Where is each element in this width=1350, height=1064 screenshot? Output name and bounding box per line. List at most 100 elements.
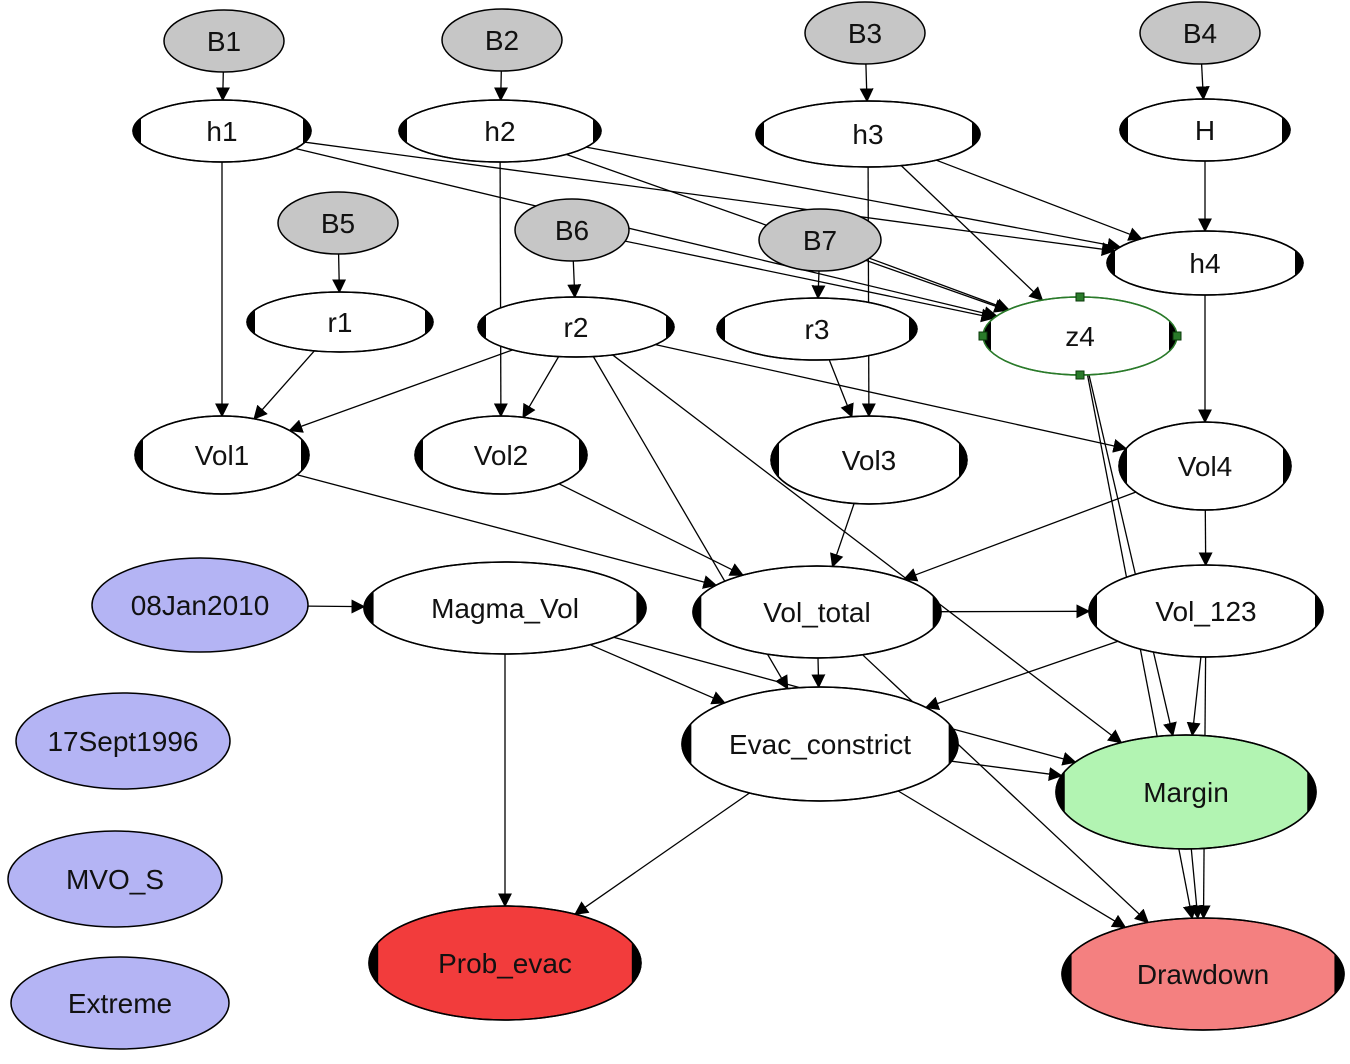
node-left-bar xyxy=(771,416,779,504)
edge-Evac_constrict-to-Margin xyxy=(951,760,1063,781)
node-B5[interactable]: B5 xyxy=(277,191,399,255)
node-shape-Extreme xyxy=(10,956,230,1050)
edge-Vol_123-to-Evac_constrict xyxy=(924,640,1119,711)
edge-B2-to-h2 xyxy=(493,70,508,102)
node-r3[interactable]: r3 xyxy=(716,297,918,361)
edge-Vol_123-to-Margin xyxy=(1186,656,1202,737)
node-B2[interactable]: B2 xyxy=(441,8,563,72)
edge-B5-to-r1 xyxy=(332,253,347,294)
edge-B4-to-H xyxy=(1195,63,1210,101)
node-Vol_123[interactable]: Vol_123 xyxy=(1088,564,1324,658)
node-MVO_S[interactable]: MVO_S xyxy=(7,830,223,928)
node-Vol3[interactable]: Vol3 xyxy=(770,415,968,505)
node-r1[interactable]: r1 xyxy=(246,291,434,353)
node-left-bar xyxy=(682,687,692,801)
selection-handle[interactable] xyxy=(1075,370,1085,380)
node-outline xyxy=(398,99,602,163)
node-label: MVO_S xyxy=(66,864,164,895)
node-label: 08Jan2010 xyxy=(131,590,270,621)
node-H[interactable]: H xyxy=(1119,98,1291,162)
node-Vol4[interactable]: Vol4 xyxy=(1118,421,1292,511)
node-label: z4 xyxy=(1065,321,1095,352)
node-label: Vol_total xyxy=(763,597,870,628)
node-h2[interactable]: h2 xyxy=(398,99,602,163)
node-B7[interactable]: B7 xyxy=(758,208,882,272)
node-left-bar xyxy=(364,562,374,654)
node-label: Vol_123 xyxy=(1155,596,1256,627)
node-label: H xyxy=(1195,115,1215,146)
node-label: Magma_Vol xyxy=(431,593,579,624)
node-left-bar xyxy=(693,566,702,658)
node-right-bar xyxy=(301,416,309,494)
node-label: B4 xyxy=(1183,18,1217,49)
edge-B1-to-h1 xyxy=(215,71,230,102)
node-z4[interactable]: z4 xyxy=(978,292,1182,380)
edge-Vol_total-to-Drawdown xyxy=(862,654,1150,924)
selection-handle[interactable] xyxy=(1075,292,1085,302)
node-Extreme[interactable]: Extreme xyxy=(10,956,230,1050)
node-B6[interactable]: B6 xyxy=(514,198,630,262)
node-right-bar xyxy=(1315,565,1323,657)
node-Evac_constrict[interactable]: Evac_constrict xyxy=(681,686,959,802)
node-shape-B4 xyxy=(1139,1,1261,65)
node-h3[interactable]: h3 xyxy=(755,100,981,168)
node-shape-d1996 xyxy=(15,692,231,790)
node-label: Extreme xyxy=(68,988,172,1019)
node-left-bar xyxy=(1107,231,1115,295)
node-shape-B6 xyxy=(514,198,630,262)
selection-handle[interactable] xyxy=(1172,331,1182,341)
node-B3[interactable]: B3 xyxy=(804,1,926,65)
selection-handle[interactable] xyxy=(978,331,988,341)
node-left-bar xyxy=(1056,735,1065,849)
node-left-bar xyxy=(133,100,141,162)
node-outline xyxy=(716,297,918,361)
node-left-bar xyxy=(1119,422,1127,510)
node-Vol2[interactable]: Vol2 xyxy=(414,415,588,495)
node-right-bar xyxy=(593,100,601,162)
node-label: h1 xyxy=(206,116,237,147)
node-right-bar xyxy=(1283,422,1291,510)
node-right-bar xyxy=(948,687,958,801)
node-label: h4 xyxy=(1189,248,1220,279)
node-outline xyxy=(1061,917,1345,1031)
node-Margin[interactable]: Margin xyxy=(1055,734,1317,850)
node-label: B2 xyxy=(485,25,519,56)
edge-r1-to-Vol1 xyxy=(253,350,315,420)
node-shape-B2 xyxy=(441,8,563,72)
node-label: Prob_evac xyxy=(438,948,572,979)
node-label: Vol1 xyxy=(195,440,250,471)
node-Prob_evac[interactable]: Prob_evac xyxy=(368,905,642,1021)
node-d1996[interactable]: 17Sept1996 xyxy=(15,692,231,790)
node-Vol_total[interactable]: Vol_total xyxy=(692,565,942,659)
edge-Vol3-to-Vol_total xyxy=(830,503,855,568)
node-right-bar xyxy=(1282,99,1290,161)
node-B1[interactable]: B1 xyxy=(163,9,285,73)
node-right-bar xyxy=(666,297,674,357)
node-B4[interactable]: B4 xyxy=(1139,1,1261,65)
edge-h2-to-Vol2 xyxy=(493,161,508,418)
node-r2[interactable]: r2 xyxy=(477,296,675,358)
node-Vol1[interactable]: Vol1 xyxy=(134,415,310,495)
edge-z4-to-Margin xyxy=(1088,374,1177,737)
node-right-bar xyxy=(579,416,587,494)
node-right-bar xyxy=(425,292,433,352)
edge-r2-to-Vol4 xyxy=(655,343,1128,453)
node-d2010[interactable]: 08Jan2010 xyxy=(91,557,309,653)
node-right-bar xyxy=(959,416,967,504)
node-shape-B5 xyxy=(277,191,399,255)
node-h1[interactable]: h1 xyxy=(132,99,312,163)
node-outline xyxy=(1119,98,1291,162)
node-right-bar xyxy=(1307,735,1316,849)
node-h4[interactable]: h4 xyxy=(1106,230,1304,296)
node-Drawdown[interactable]: Drawdown xyxy=(1061,917,1345,1031)
node-right-bar xyxy=(972,101,980,167)
node-left-bar xyxy=(756,101,764,167)
node-Magma_Vol[interactable]: Magma_Vol xyxy=(363,561,647,655)
node-label: r2 xyxy=(564,312,589,343)
edge-h1-to-h4 xyxy=(304,141,1116,257)
node-label: h3 xyxy=(852,119,883,150)
node-left-bar xyxy=(369,906,379,1020)
node-outline xyxy=(368,905,642,1021)
